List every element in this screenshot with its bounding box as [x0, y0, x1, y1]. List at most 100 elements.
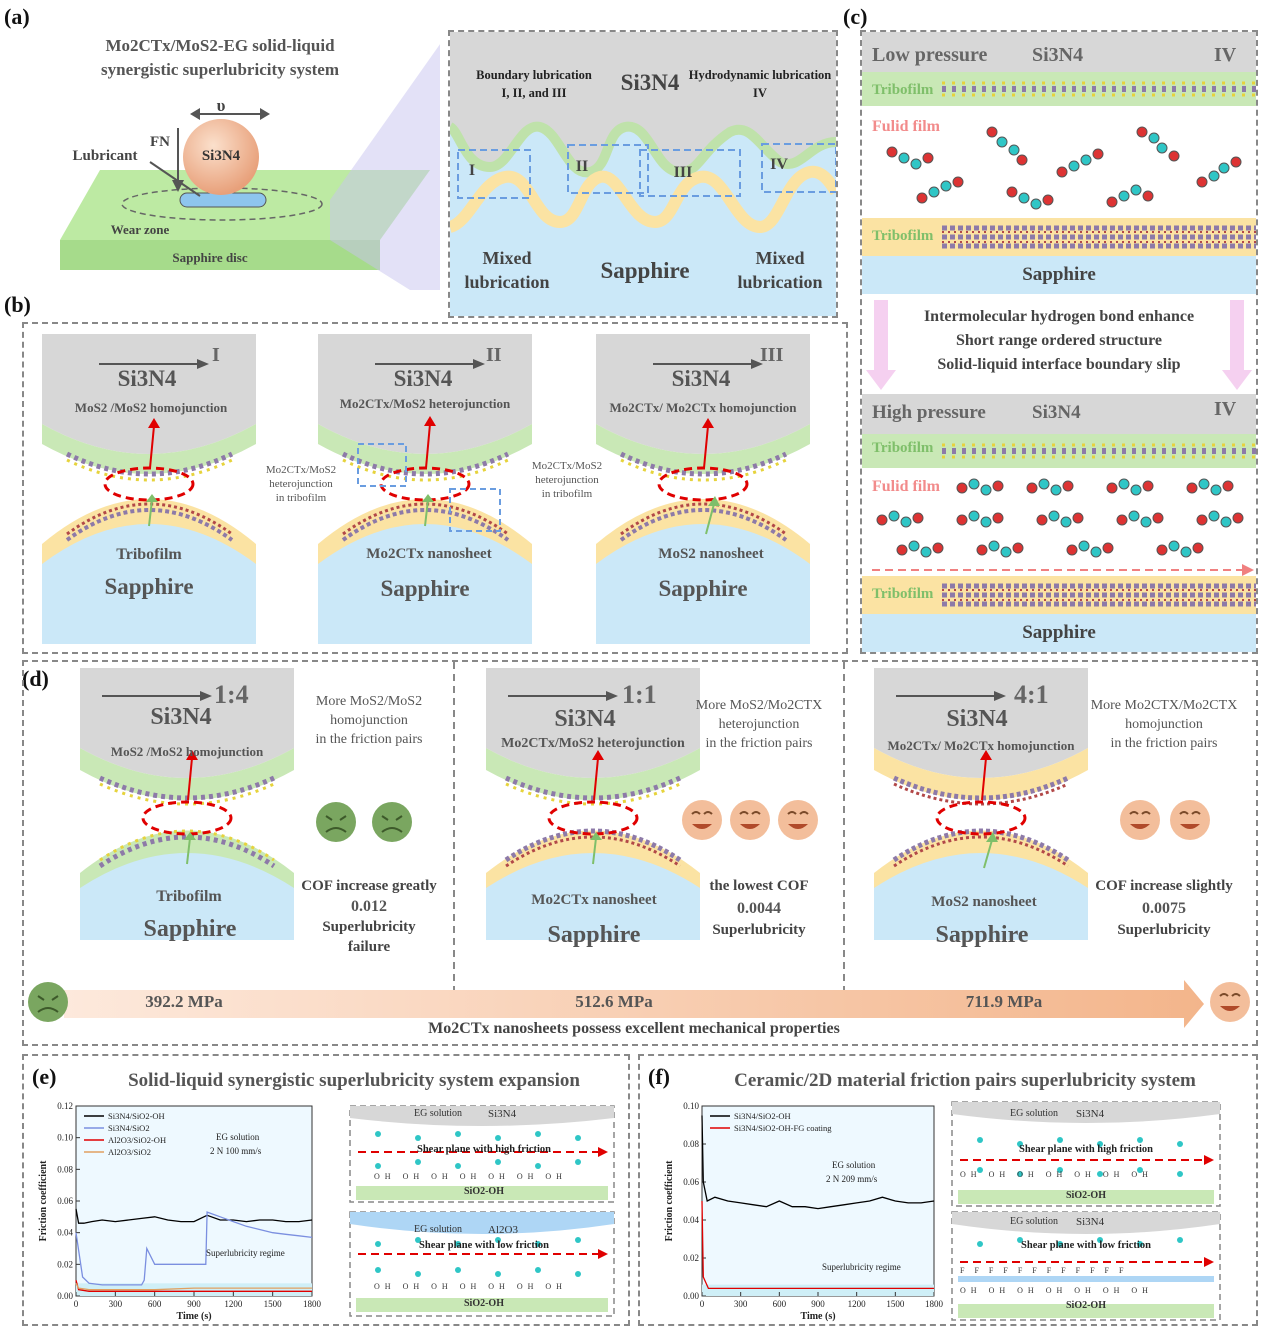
b-sapphire-II: Sapphire — [380, 576, 470, 601]
happy-face-icon — [682, 800, 722, 840]
x-tick-label: 300 — [734, 1299, 748, 1309]
e-top-substrate: SiO2-OH — [463, 1186, 504, 1197]
d-ratio-1-4: 1:4 — [214, 680, 249, 709]
oh-group: OH — [459, 1172, 482, 1181]
f-top-oh-row: OH OH OH OH OH OH OH — [960, 1170, 1153, 1179]
oh-group: OH — [374, 1282, 396, 1291]
e-bottom-solution: EG solution — [414, 1224, 463, 1235]
d-sapphire-1: Sapphire — [143, 916, 237, 942]
superlubricity-band — [702, 1284, 934, 1296]
y-tick-label: 0.06 — [57, 1196, 73, 1206]
superlubricity-annotation: Superlubricity regime — [822, 1262, 901, 1272]
f-group: F — [1003, 1266, 1018, 1275]
d-sapphire-2: Sapphire — [547, 922, 641, 948]
legend-entry: Si3N4/SiO2-OH — [734, 1111, 791, 1121]
sapphire-disc-side — [60, 240, 380, 270]
x-tick-label: 0 — [74, 1299, 79, 1309]
oh-group: OH — [545, 1172, 567, 1181]
high-regime-label: IV — [1214, 398, 1237, 420]
wear-zone-label: Wear zone — [110, 222, 170, 237]
series-line-3 — [75, 1282, 312, 1291]
d-result-2: the lowest COF — [709, 878, 809, 894]
high-tribofilm-bottom: Tribofilm — [872, 586, 934, 602]
zoom-si3n4-label: Si3N4 — [620, 70, 680, 95]
b-regime-III: III — [760, 344, 784, 366]
panel-a: Mo2CTx/MoS2-EG solid-liquid synergistic … — [0, 0, 440, 290]
f-schematic — [951, 1101, 1221, 1321]
y-tick-label: 0.08 — [683, 1139, 699, 1149]
panel-a-title-2: synergistic superlubricity system — [101, 60, 339, 79]
panel-d: 1:4 Si3N4 MoS2 /MoS2 homojunction Tribof… — [22, 660, 1258, 1046]
si3n4-ball — [183, 119, 259, 195]
sad-face-icon — [372, 802, 412, 842]
mo2ctx-layer-high — [942, 583, 1256, 607]
f-bottom-oh-row: OH OH OH OH OH OH OH — [960, 1286, 1153, 1295]
x-tick-label: 600 — [148, 1299, 162, 1309]
x-tick-label: 1500 — [886, 1299, 905, 1309]
high-sapphire-label: Sapphire — [1022, 622, 1096, 643]
y-tick-label: 0.10 — [57, 1133, 73, 1143]
pressure-3: 711.9 MPa — [965, 992, 1043, 1011]
mos2-layer-high — [942, 443, 1256, 459]
b-si3n4-I: Si3N4 — [117, 366, 177, 391]
d-cof-1: 0.012 — [351, 898, 387, 915]
b-note-left-3: in tribofilm — [275, 492, 327, 504]
b-note-left-2: heterojunction — [269, 478, 333, 490]
tribometer-illustration — [60, 44, 440, 290]
mo2ctx-layer-low — [942, 225, 1256, 249]
mechanism-1: Intermolecular hydrogen bond enhance — [923, 308, 1195, 325]
mechanism-2: Short range ordered structure — [955, 332, 1163, 349]
f-group: F — [1061, 1266, 1076, 1275]
f-top-solution: EG solution — [1010, 1108, 1059, 1119]
x-tick-label: 300 — [109, 1299, 123, 1309]
junction-contact-II — [318, 334, 532, 644]
b-si3n4-II: Si3N4 — [393, 366, 453, 391]
b-label-III: MoS2 nanosheet — [658, 546, 764, 562]
d-state-1: Superlubricity — [322, 919, 416, 935]
b-junction-I: MoS2 /MoS2 homojunction — [74, 400, 228, 415]
b-note-right-2: heterojunction — [535, 474, 599, 486]
d-state-3: Superlubricity — [1117, 922, 1211, 938]
f-group: F — [1046, 1266, 1062, 1275]
d-junction-3: Mo2CTx/ Mo2CTx homojunction — [887, 738, 1075, 753]
ratio-illustrations — [28, 662, 1250, 1028]
x-tick-label: 900 — [811, 1299, 825, 1309]
panel-c: Low pressure Si3N4 IV Tribofilm Fulid fi… — [860, 30, 1258, 654]
pressure-caption: Mo2CTx nanosheets possess excellent mech… — [428, 1020, 840, 1037]
zoom-sapphire-label: Sapphire — [600, 258, 690, 283]
oh-group: OH — [960, 1170, 982, 1179]
y-tick-label: 0.04 — [683, 1215, 699, 1225]
b-regime-II: II — [486, 344, 502, 366]
oh-group: OH — [488, 1282, 510, 1291]
oh-group: OH — [1074, 1170, 1096, 1179]
f-bottom-shear: Shear plane with low friction — [1021, 1240, 1151, 1251]
x-axis-label: Time (s) — [800, 1311, 835, 1322]
d-desc-1-b: homojunction — [330, 713, 408, 728]
superlubricity-annotation: Superlubricity regime — [206, 1248, 285, 1258]
b-note-right-3: in tribofilm — [541, 488, 593, 500]
oh-group: OH — [988, 1286, 1011, 1295]
f-group: F — [1032, 1266, 1047, 1275]
d-ratio-4-1: 4:1 — [1014, 680, 1049, 709]
oh-group: OH — [545, 1282, 567, 1291]
happy-face-icon — [778, 800, 818, 840]
e-top-solution: EG solution — [414, 1108, 463, 1119]
series-line-1 — [701, 1200, 934, 1290]
e-top-oh-row: OH OH OH OH OH OH OH — [374, 1172, 567, 1181]
x-tick-label: 900 — [187, 1299, 201, 1309]
velocity-symbol: υ — [216, 96, 226, 115]
b-si3n4-III: Si3N4 — [671, 366, 731, 391]
condition-label: 2 N 209 mm/s — [826, 1174, 878, 1184]
f-title: Ceramic/2D material friction pairs super… — [734, 1070, 1196, 1091]
high-fluid-film-label: Fulid film — [872, 478, 941, 495]
f-bottom-f-row: FFFFFFFFFFFF — [960, 1266, 1133, 1275]
x-tick-label: 1200 — [224, 1299, 243, 1309]
pressure-arrow — [64, 980, 1204, 1028]
happy-face-icon — [1120, 800, 1160, 840]
d-result-3: COF increase slightly — [1095, 878, 1233, 894]
regime-III: III — [673, 164, 693, 181]
regime-II: II — [575, 158, 589, 175]
fluid-film-illustration — [862, 32, 1256, 652]
oh-group: OH — [1131, 1170, 1153, 1179]
